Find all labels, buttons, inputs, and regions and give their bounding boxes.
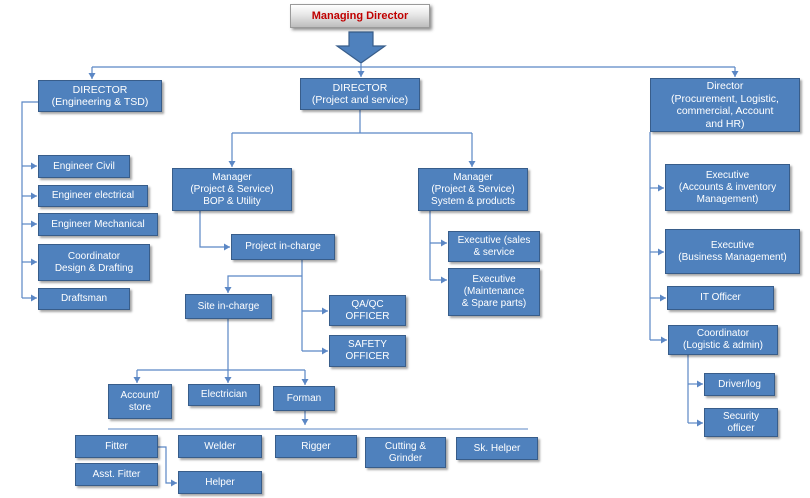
site-incharge-box: Site in-charge: [185, 294, 272, 319]
coordinator-logistic-box: Coordinator (Logistic & admin): [668, 325, 778, 355]
draftsman-box: Draftsman: [38, 288, 130, 310]
fitter-box: Fitter: [75, 435, 158, 458]
connector-to-project-incharge: [199, 211, 230, 251]
asst-fitter-box: Asst. Fitter: [75, 463, 158, 486]
managing-director-box: Managing Director: [290, 4, 430, 28]
account-store-box: Account/ store: [108, 384, 172, 419]
security-officer-box: Security officer: [704, 408, 778, 437]
driver-log-box: Driver/log: [704, 373, 775, 396]
down-arrow-icon: [335, 31, 387, 64]
director-engineering-box: DIRECTOR (Engineering & TSD): [38, 80, 162, 112]
director-project-box: DIRECTOR (Project and service): [300, 78, 420, 110]
connector-project-trunk: [232, 110, 472, 134]
it-officer-box: IT Officer: [667, 286, 774, 310]
engineer-electrical-box: Engineer electrical: [38, 185, 148, 207]
executive-accounts-box: Executive (Accounts & inventory Manageme…: [665, 164, 790, 211]
connector-site-incharge-trunk: [137, 319, 305, 371]
safety-officer-box: SAFETY OFFICER: [329, 335, 406, 367]
connector-to-site-incharge: [224, 275, 302, 293]
engineer-civil-box: Engineer Civil: [38, 155, 130, 178]
forman-box: Forman: [273, 386, 335, 411]
project-incharge-box: Project in-charge: [231, 234, 335, 260]
qa-qc-officer-box: QA/QC OFFICER: [329, 295, 406, 326]
director-procurement-box: Director (Procurement, Logistic, commerc…: [650, 78, 800, 132]
connector-engineering-trunk: [21, 101, 38, 298]
coordinator-design-drafting-box: Coordinator Design & Drafting: [38, 244, 150, 281]
executive-sales-box: Executive (sales & service: [448, 231, 540, 262]
helper-box: Helper: [178, 471, 262, 494]
executive-business-box: Executive (Business Management): [665, 229, 800, 274]
executive-maintenance-box: Executive (Maintenance & Spare parts): [448, 268, 540, 316]
manager-bop-utility-box: Manager (Project & Service) BOP & Utilit…: [172, 168, 292, 211]
manager-system-products-box: Manager (Project & Service) System & pro…: [418, 168, 528, 211]
rigger-box: Rigger: [275, 435, 357, 458]
engineer-mechanical-box: Engineer Mechanical: [38, 213, 158, 236]
sk-helper-box: Sk. Helper: [456, 437, 538, 460]
welder-box: Welder: [178, 435, 262, 458]
cutting-grinder-box: Cutting & Grinder: [365, 437, 446, 468]
electrician-box: Electrician: [188, 384, 260, 406]
connector-fitter-to-helper: [158, 446, 177, 487]
